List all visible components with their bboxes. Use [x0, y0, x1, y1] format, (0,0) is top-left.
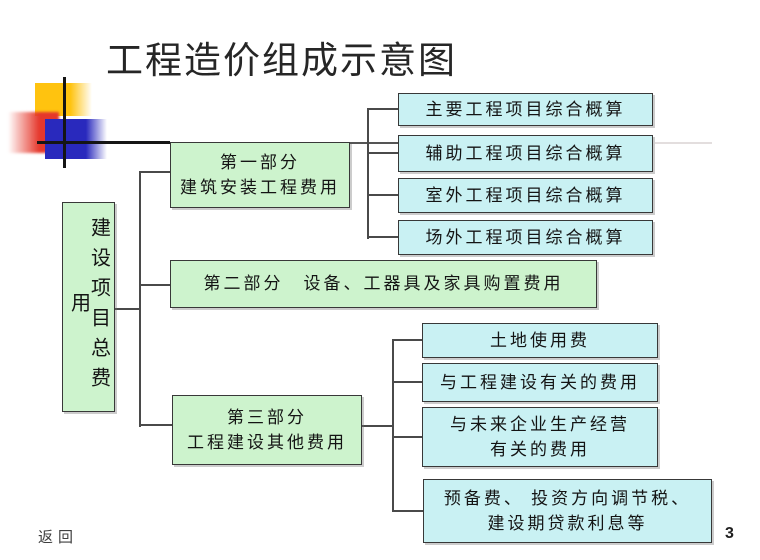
connector-stub-part1 — [141, 171, 170, 173]
box-construction-related-fee: 与工程建设有关的费用 — [422, 363, 658, 402]
reserve-fee-line2: 建设期贷款利息等 — [487, 514, 648, 533]
return-link[interactable]: 返回 — [38, 530, 79, 546]
connector-stub-estimate4 — [369, 236, 398, 238]
part3-label-line1: 第三部分 — [227, 407, 307, 427]
connector-trunk-left — [139, 171, 141, 427]
total-cost-box: 建设项目总费用 — [62, 202, 115, 412]
box-land-use-fee: 土地使用费 — [422, 323, 658, 358]
connector-stub-part3 — [141, 424, 172, 426]
connector-trunk-part3 — [392, 339, 394, 512]
connector-faint-right — [655, 142, 712, 144]
reserve-fee-line1: 预备费、 投资方向调节税、 — [443, 488, 692, 508]
connector-stub-fee4 — [394, 510, 423, 512]
connector-stub-fee3 — [394, 436, 422, 438]
box-reserve-fee: 预备费、 投资方向调节税、 建设期贷款利息等 — [423, 479, 712, 543]
decoration-blue-square — [45, 119, 107, 159]
box-aux-project-estimate: 辅助工程项目综合概算 — [398, 135, 653, 172]
connector-stub-estimate2 — [369, 152, 398, 154]
part1-box: 第一部分 建筑安装工程费用 — [170, 142, 350, 208]
box-future-operation-fee: 与未来企业生产经营 有关的费用 — [422, 407, 658, 467]
connector-stub-estimate3 — [369, 194, 398, 196]
connector-stub-part2 — [141, 284, 170, 286]
box-offsite-project-estimate: 场外工程项目综合概算 — [398, 220, 653, 255]
part1-label-line1: 第一部分 — [220, 152, 300, 172]
part2-box: 第二部分 设备、工器具及家具购置费用 — [170, 260, 597, 308]
future-operation-fee-line2: 有关的费用 — [490, 440, 590, 459]
part1-label-line2: 建筑安装工程费用 — [180, 178, 340, 197]
box-main-project-estimate: 主要工程项目综合概算 — [398, 93, 653, 126]
connector-trunk-part1 — [367, 108, 369, 239]
page-number: 3 — [725, 525, 734, 542]
connector-stub-fee1 — [394, 339, 422, 341]
connector-stub-estimate1 — [369, 108, 398, 110]
connector-root-stub — [115, 308, 139, 310]
part3-label-line2: 工程建设其他费用 — [187, 433, 347, 452]
page-title: 工程造价组成示意图 — [106, 41, 457, 82]
decoration-vertical-line — [63, 77, 66, 168]
future-operation-fee-line1: 与未来企业生产经营 — [450, 414, 630, 434]
decoration-horizontal-line — [37, 141, 170, 144]
connector-part1-out — [350, 142, 398, 144]
part3-box: 第三部分 工程建设其他费用 — [172, 395, 362, 465]
box-outdoor-project-estimate: 室外工程项目综合概算 — [398, 178, 653, 213]
connector-part3-out — [362, 425, 393, 427]
connector-stub-fee2 — [394, 381, 422, 383]
